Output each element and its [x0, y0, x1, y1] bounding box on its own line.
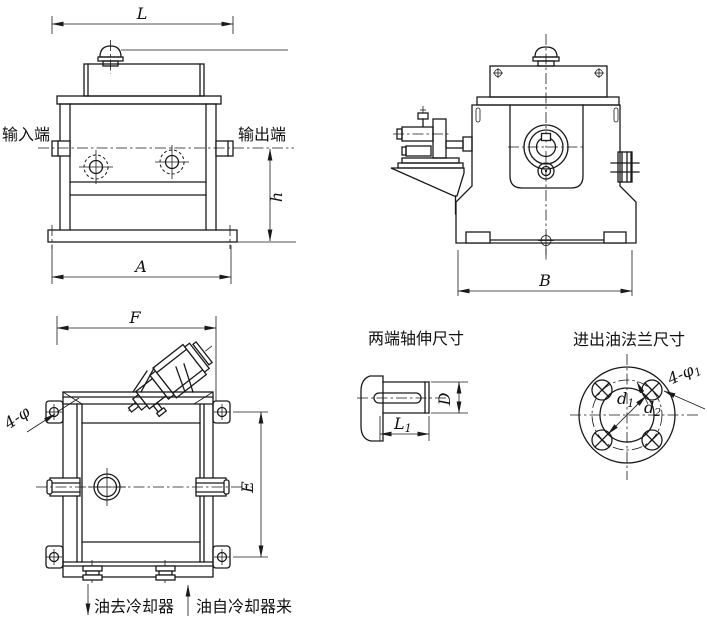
output-end-label: 输出端 — [238, 126, 286, 144]
pump-support-legs — [132, 363, 194, 393]
dim-F-label: F — [128, 308, 141, 327]
mounting-lugs — [45, 400, 231, 569]
dim-d1-label: d1 — [617, 389, 634, 410]
drain-plug-left — [79, 150, 113, 184]
drain-plug-right — [155, 145, 189, 179]
dimension-A: A — [51, 245, 232, 284]
oil-flange-detail: 进出油法兰尺寸 d1 d2 — [570, 331, 706, 480]
dim-E-label: E — [238, 481, 257, 494]
bolt-holes — [591, 379, 663, 451]
input-end-label: 输入端 — [2, 126, 50, 144]
shaft-with-keyway — [357, 381, 447, 414]
dimension-D: D — [431, 381, 468, 414]
shaft-stub-right-plan — [195, 477, 230, 497]
dim-B-label: B — [538, 271, 551, 290]
cooler-pipe-fittings — [82, 560, 176, 583]
flange-detail-title: 进出油法兰尺寸 — [573, 331, 685, 349]
dimension-h: h — [237, 148, 296, 243]
oil-pump-assembly-side — [390, 106, 473, 215]
bottom-feet-side — [465, 231, 627, 255]
dimension-d2: d2 — [636, 381, 661, 419]
shaft-detail-title: 两端轴伸尺寸 — [368, 330, 464, 348]
dim-h-label: h — [267, 192, 286, 202]
dim-L-label: L — [136, 4, 148, 23]
dimension-F: F — [56, 308, 217, 401]
dim-A-label: A — [133, 257, 147, 276]
front-view: L — [2, 4, 296, 284]
input-shaft-stub — [51, 140, 71, 157]
plan-view: F — [0, 308, 292, 616]
housing-body — [59, 103, 217, 231]
dimension-L1: L1 — [379, 414, 430, 441]
dim-d2-label: d2 — [644, 398, 661, 419]
dimension-L: L — [51, 4, 234, 34]
oil-to-cooler-label: 油去冷却器 — [94, 598, 174, 616]
output-shaft-end-face — [508, 124, 585, 180]
side-view: B — [390, 34, 640, 296]
dimension-B: B — [457, 250, 633, 296]
output-shaft-stub — [215, 140, 234, 157]
dimension-E: E — [233, 411, 268, 558]
cooler-flow-notes: 油去冷却器 油自冷却器来 — [85, 584, 292, 616]
oil-pipe-fitting-right — [610, 151, 640, 183]
oil-from-cooler-label: 油自冷却器来 — [196, 598, 292, 616]
inspection-hole — [88, 468, 126, 506]
dimension-d1: d1 — [607, 389, 647, 435]
housing-face — [360, 375, 384, 442]
shaft-extension-detail: 两端轴伸尺寸 D L1 — [357, 330, 468, 442]
dim-L1-label: L1 — [393, 414, 412, 435]
dim-D-label: D — [435, 392, 454, 406]
housing-body-side — [455, 104, 637, 244]
